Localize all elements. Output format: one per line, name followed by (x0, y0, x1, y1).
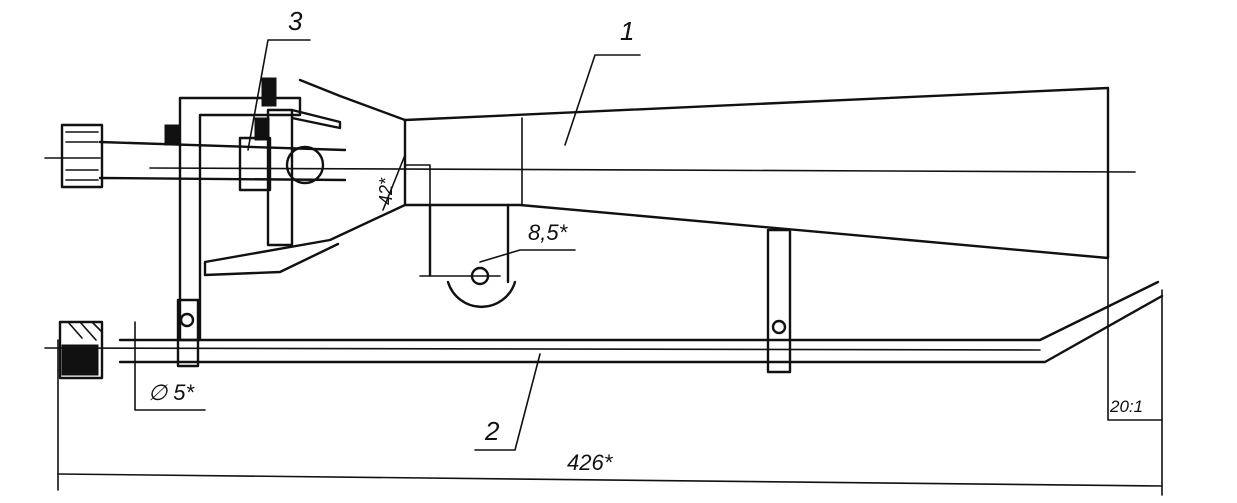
leader-1 (564, 54, 641, 146)
horn-flare-lower (203, 203, 407, 277)
pipe-lower-line (118, 294, 1164, 364)
support-right (766, 228, 792, 374)
support-pipe (44, 228, 1164, 380)
lug-hole-leader (419, 249, 576, 277)
diameter-box (134, 321, 206, 411)
callout-part-3: 3 (288, 6, 303, 36)
support-left-bolt (179, 312, 195, 328)
horn-body (149, 78, 1136, 277)
callout-part-1: 1 (620, 16, 634, 46)
callout-part-2: 2 (484, 416, 500, 446)
dim-tail-ratio: 20:1 (1109, 397, 1143, 416)
pipe-connector-fill (61, 344, 99, 376)
horn-outline-upper (403, 86, 1110, 260)
pipe-upper-line (118, 280, 1160, 342)
flange-slope (290, 108, 342, 130)
lug-arc (446, 280, 517, 308)
overall-length-line (57, 473, 1163, 487)
dim-hole-offset: 8,5* (528, 220, 569, 245)
feed-shaft (98, 140, 347, 182)
support-left (176, 298, 200, 368)
dim-overall-length: 426* (567, 450, 614, 475)
tail-box (1107, 257, 1163, 421)
pipe-connector-hatch (67, 321, 103, 341)
horn-flare-upper (298, 78, 407, 122)
flange-plate (266, 108, 294, 247)
clamp-block-top (261, 77, 277, 107)
horn-throat-inner (404, 164, 431, 206)
callout-leaders (247, 39, 641, 451)
dim-pipe-diameter: ∅ 5* (148, 380, 196, 405)
leader-2 (474, 353, 541, 451)
dim-throat-height: 42* (376, 177, 396, 205)
mounting-lug (419, 203, 576, 308)
leader-3 (247, 39, 311, 151)
connector-body (60, 123, 104, 189)
lug-outline (428, 203, 510, 284)
feed-assembly (44, 77, 347, 342)
feed-stub (238, 136, 272, 192)
support-right-bolt (771, 319, 787, 335)
clamp-block-mid (254, 117, 270, 141)
connector-knurl (65, 131, 99, 181)
dimension-lines (57, 154, 1163, 496)
clamp-block-left (164, 124, 180, 146)
feed-nut (285, 145, 325, 185)
pipe-axis (44, 347, 1041, 351)
throat-dim-line (382, 154, 406, 211)
horn-centre-axis (149, 167, 1136, 173)
